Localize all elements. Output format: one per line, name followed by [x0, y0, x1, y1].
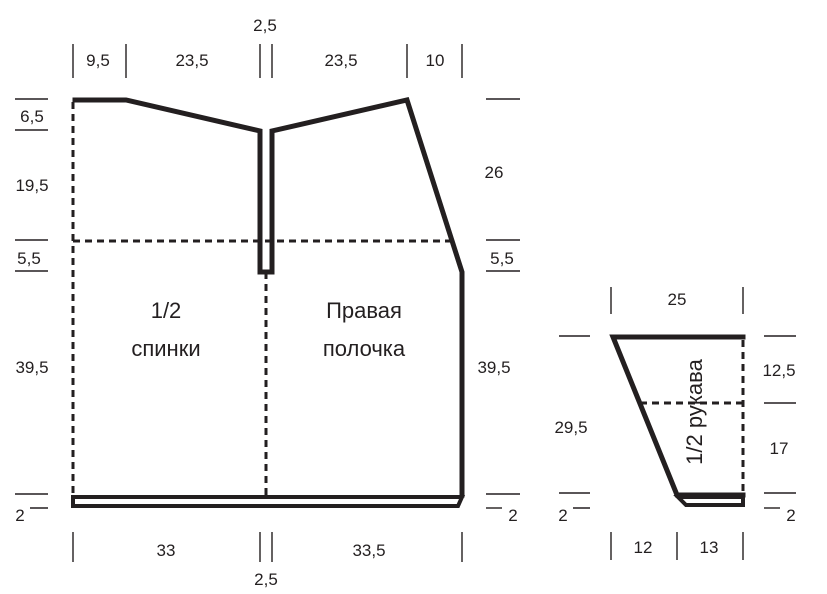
- dim-left-h1: 6,5: [20, 107, 44, 126]
- hem-band: [71, 495, 466, 508]
- back-outline: [72, 97, 465, 498]
- back-label-line1: 1/2: [151, 298, 182, 323]
- sleeve-hem-band: [673, 495, 745, 507]
- dim-left-h5: 2: [15, 506, 24, 525]
- dim-top-w2: 23,5: [175, 51, 208, 70]
- dim-right-h3: 39,5: [477, 358, 510, 377]
- dim-top-w3: 23,5: [324, 51, 357, 70]
- sleeve-ticks: [559, 287, 796, 560]
- sleeve-dimensions: 25 29,5 2 12,5 17 2 12 13: [554, 290, 795, 557]
- sleeve-dim-right-top: 12,5: [762, 361, 795, 380]
- dim-top-w4: 10: [426, 51, 445, 70]
- dim-right-h1: 26: [485, 163, 504, 182]
- body-pieces: [71, 97, 466, 508]
- dim-bottom-w1: 33: [157, 541, 176, 560]
- sleeve-dim-right-hem: 2: [786, 506, 795, 525]
- sleeve-dim-top: 25: [668, 290, 687, 309]
- sleeve-dim-left: 29,5: [554, 418, 587, 437]
- sleeve-piece: 1/2 рукава: [609, 334, 746, 507]
- dim-right-h4: 2: [508, 506, 517, 525]
- back-label-line2: спинки: [131, 336, 200, 361]
- dim-left-h4: 39,5: [15, 358, 48, 377]
- dim-left-h3: 5,5: [17, 249, 41, 268]
- sleeve-dim-right-mid: 17: [770, 439, 789, 458]
- body-dimensions: 9,5 23,5 2,5 23,5 10 6,5 19,5 5,5 39,5 2…: [15, 16, 517, 589]
- sleeve-label: 1/2 рукава: [682, 358, 707, 464]
- piece-labels: 1/2 спинки Правая полочка: [131, 298, 406, 361]
- sleeve-outline: [609, 334, 746, 498]
- sleeve-dim-bottom-w1: 12: [634, 538, 653, 557]
- front-label-line2: полочка: [323, 336, 406, 361]
- sleeve-dim-bottom-w2: 13: [700, 538, 719, 557]
- body-ticks: [15, 44, 520, 562]
- dim-top-gap: 2,5: [253, 16, 277, 35]
- dim-top-w1: 9,5: [86, 51, 110, 70]
- front-label-line1: Правая: [326, 298, 402, 323]
- dim-left-h2: 19,5: [15, 176, 48, 195]
- dim-right-h2: 5,5: [490, 249, 514, 268]
- dim-bottom-w2: 33,5: [352, 541, 385, 560]
- sleeve-dim-left-hem: 2: [558, 506, 567, 525]
- dim-bottom-gap: 2,5: [254, 570, 278, 589]
